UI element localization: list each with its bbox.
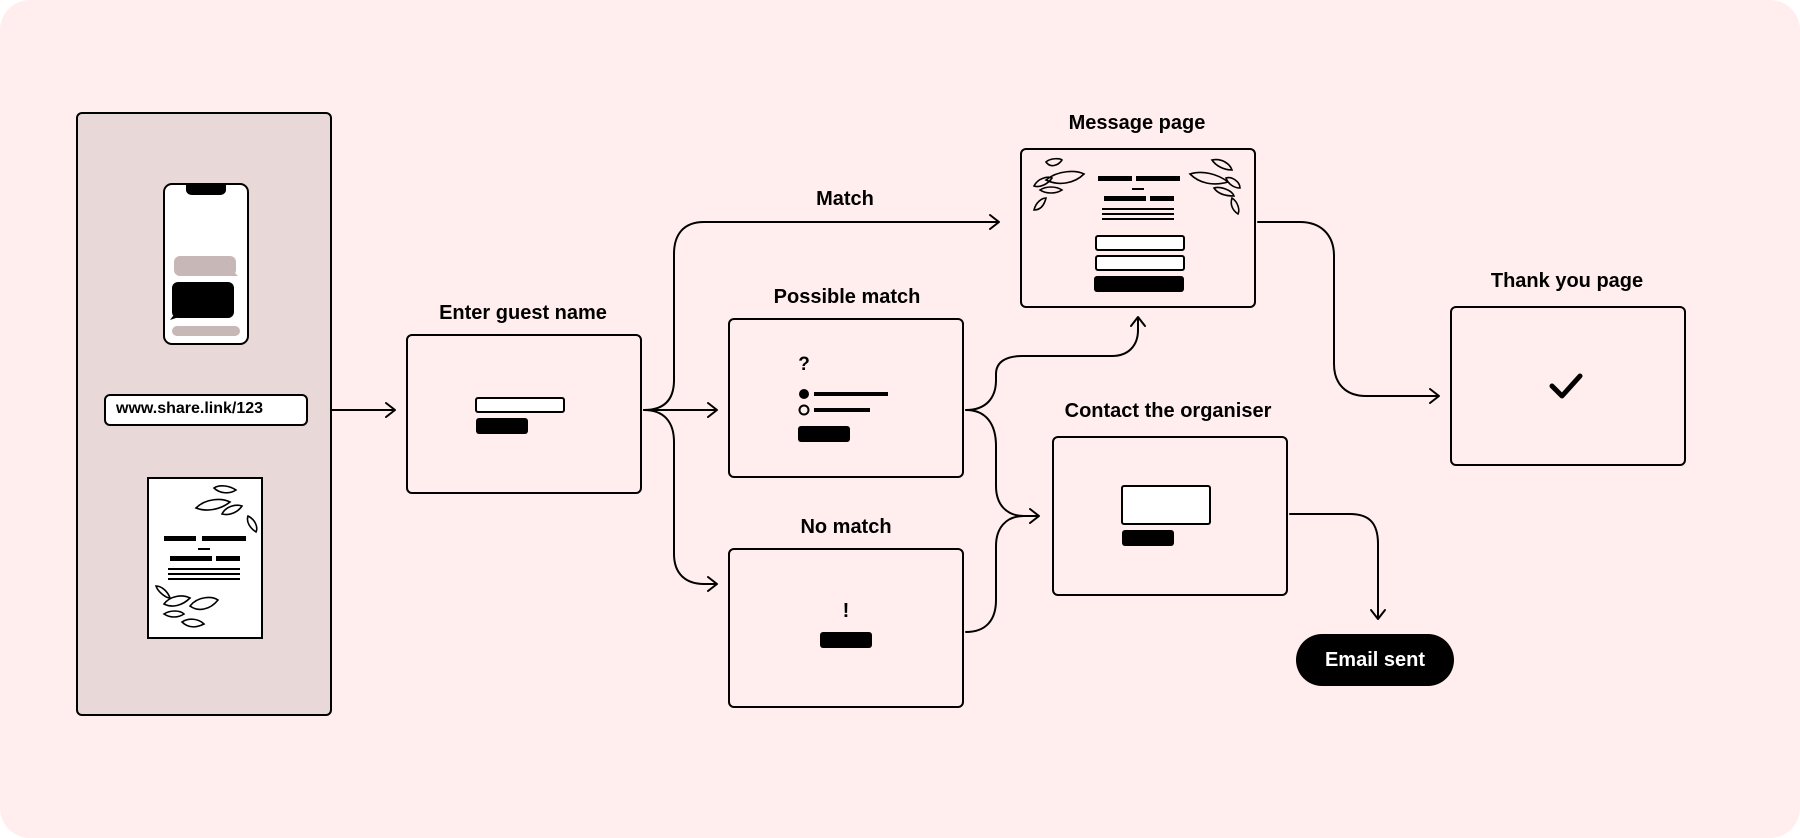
match-edge-label: Match bbox=[816, 188, 874, 210]
arrow-icon bbox=[707, 402, 718, 418]
arrow-icon bbox=[989, 214, 1000, 230]
possible-match-title: Possible match bbox=[773, 286, 921, 308]
message-page-title: Message page bbox=[1068, 112, 1206, 134]
arrow-icon bbox=[707, 576, 718, 592]
connector-possible-to-message bbox=[965, 317, 1139, 411]
arrow-icon bbox=[385, 402, 396, 418]
contact-organiser-title: Contact the organiser bbox=[1064, 400, 1272, 422]
connector-entry-to-message bbox=[643, 221, 999, 411]
email-sent-badge: Email sent bbox=[1296, 634, 1454, 686]
contact-form-wireframe bbox=[1121, 485, 1211, 546]
invitation-card-icon bbox=[147, 477, 263, 639]
thank-you-page-title: Thank you page bbox=[1490, 270, 1644, 292]
arrow-icon bbox=[1370, 609, 1386, 620]
possible-match-node[interactable] bbox=[728, 318, 964, 478]
share-link-field[interactable]: www.share.link/123 bbox=[104, 394, 308, 426]
possible-match-options-wireframe bbox=[798, 389, 888, 442]
arrow-icon bbox=[1429, 388, 1440, 404]
email-sent-label: Email sent bbox=[1324, 648, 1426, 671]
enter-guest-name-title: Enter guest name bbox=[439, 302, 607, 324]
arrow-icon bbox=[1130, 316, 1146, 327]
connector-contact-to-email bbox=[1289, 513, 1379, 619]
phone-icon bbox=[163, 183, 249, 345]
connector-possible-to-contact bbox=[965, 409, 1039, 517]
question-mark-glyph: ? bbox=[798, 354, 810, 375]
connector-message-to-thankyou bbox=[1257, 221, 1439, 397]
guest-name-form-wireframe bbox=[475, 397, 565, 434]
enter-guest-name-node[interactable] bbox=[406, 334, 642, 494]
connector-nomatch-to-contact bbox=[965, 515, 1039, 633]
no-match-node[interactable] bbox=[728, 548, 964, 708]
connector-entry-to-nomatch bbox=[643, 409, 717, 585]
no-match-button-wireframe bbox=[820, 632, 872, 648]
message-page-wireframe bbox=[1032, 157, 1241, 292]
checkmark-icon bbox=[1549, 373, 1583, 399]
exclamation-glyph: ! bbox=[842, 600, 850, 622]
no-match-title: No match bbox=[800, 516, 892, 538]
share-link-text: www.share.link/123 bbox=[116, 400, 264, 417]
